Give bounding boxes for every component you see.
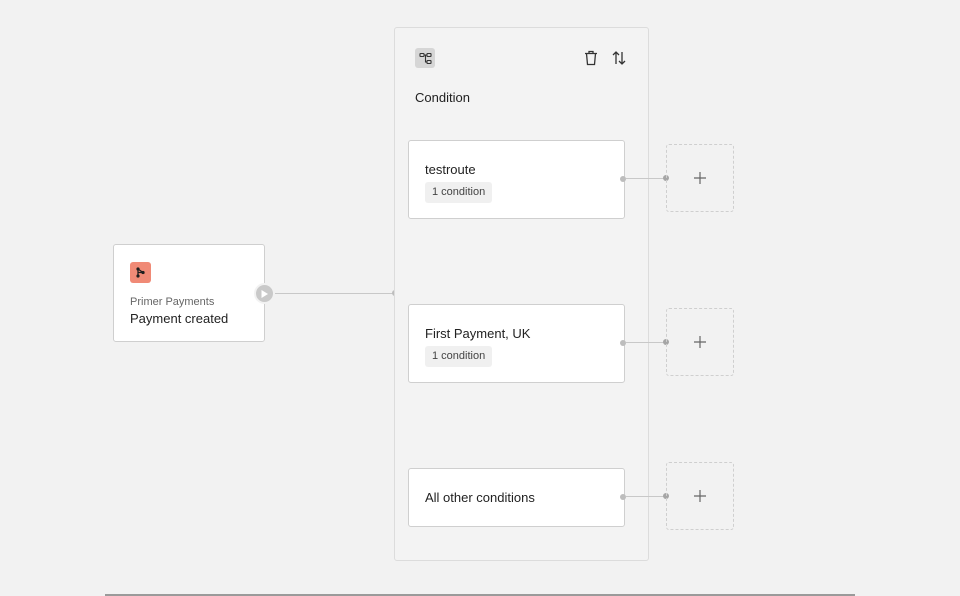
trigger-app-name: Primer Payments <box>130 296 215 308</box>
plus-icon <box>694 172 706 184</box>
connector-dot <box>620 494 626 500</box>
condition-count-badge: 1 condition <box>425 182 493 203</box>
add-step-button[interactable] <box>666 462 734 530</box>
connector-dot <box>620 340 626 346</box>
sort-icon <box>612 51 626 65</box>
add-step-button[interactable] <box>666 308 734 376</box>
route-card-all-other-conditions[interactable]: All other conditions <box>408 468 625 527</box>
plus-icon <box>694 336 706 348</box>
condition-title: Condition <box>415 90 470 105</box>
sort-button[interactable] <box>608 48 630 68</box>
trigger-connector <box>275 293 395 294</box>
route-card-first-payment-uk[interactable]: First Payment, UK 1 condition <box>408 304 625 383</box>
route-connector <box>626 496 666 497</box>
primer-logo-icon <box>130 262 151 283</box>
condition-panel[interactable]: Condition testroute 1 condition First Pa… <box>394 27 649 561</box>
delete-button[interactable] <box>581 48 601 68</box>
trigger-card[interactable]: Primer Payments Payment created <box>113 244 265 342</box>
trigger-event-name: Payment created <box>130 311 229 326</box>
route-name: All other conditions <box>425 490 535 505</box>
route-card-testroute[interactable]: testroute 1 condition <box>408 140 625 219</box>
route-connector <box>626 342 666 343</box>
play-icon[interactable] <box>254 283 275 304</box>
condition-count-badge: 1 condition <box>425 346 493 367</box>
route-name: testroute <box>425 162 476 177</box>
plus-icon <box>694 490 706 502</box>
connector-dot <box>620 176 626 182</box>
trash-icon <box>585 50 597 66</box>
bottom-divider <box>105 594 855 596</box>
branch-icon <box>415 48 435 68</box>
route-name: First Payment, UK <box>425 326 531 341</box>
route-connector <box>626 178 666 179</box>
add-step-button[interactable] <box>666 144 734 212</box>
